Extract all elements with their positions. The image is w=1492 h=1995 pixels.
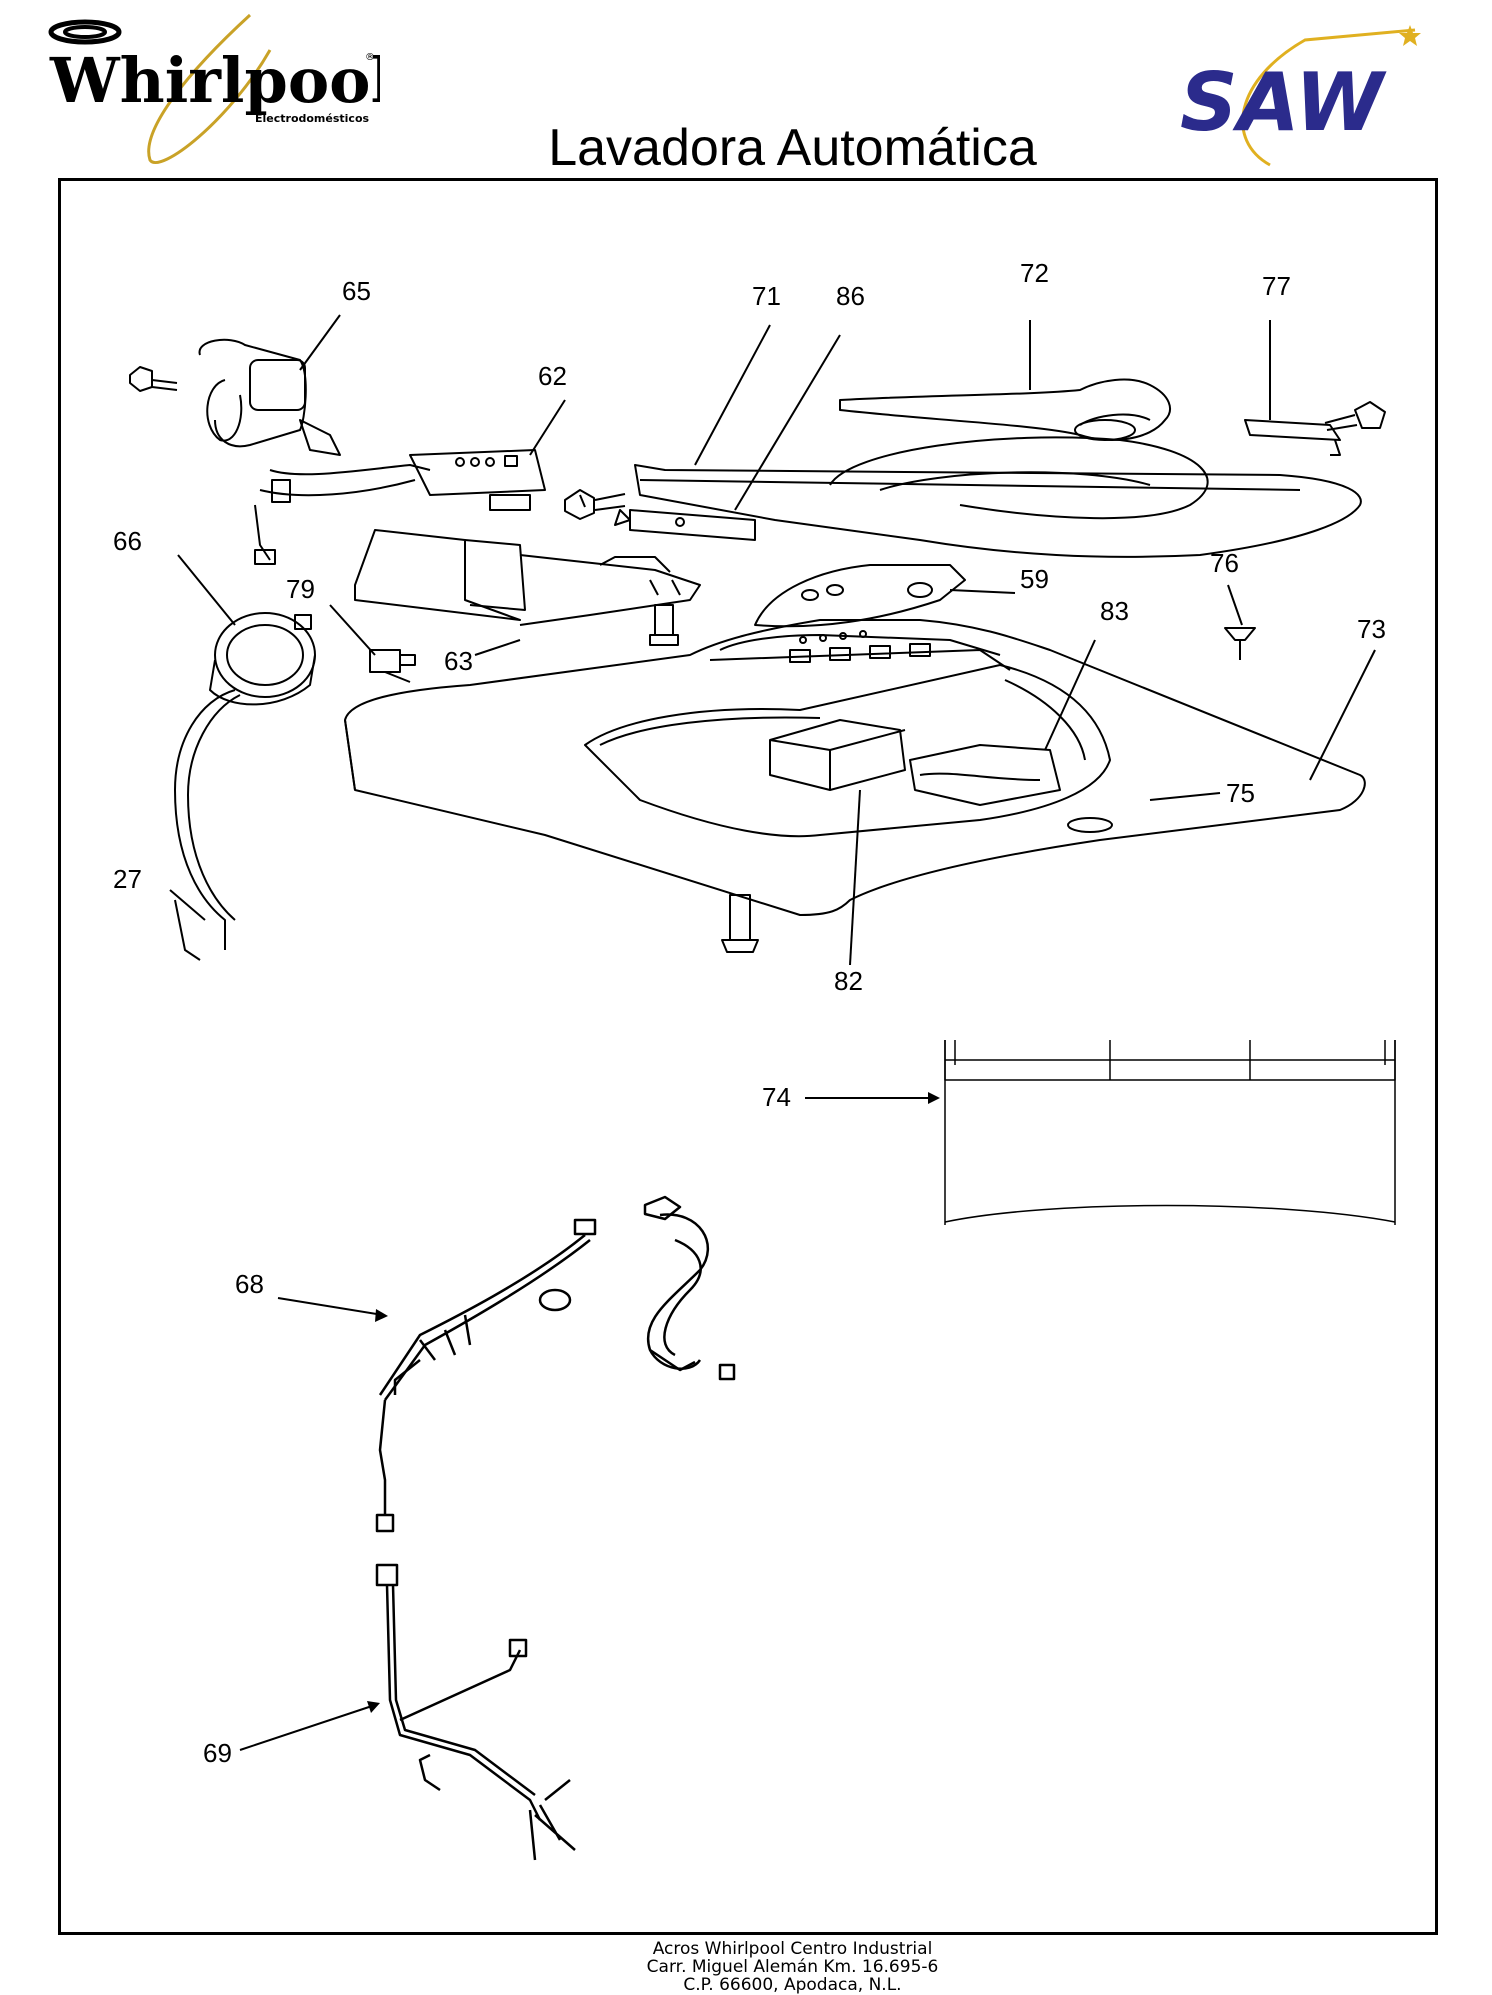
callout-66: 66 — [113, 526, 142, 556]
top-cover-drawing — [634, 436, 1362, 558]
pressure-switch-drawing — [174, 612, 316, 950]
callout-75: 75 — [1226, 778, 1255, 808]
callout-76: 76 — [1210, 548, 1239, 578]
callout-73: 73 — [1357, 614, 1386, 644]
control-housing-drawing — [354, 529, 701, 626]
console-board-drawing — [409, 449, 546, 511]
wiring-harness-lower-drawing — [375, 1563, 576, 1861]
arrowheads — [367, 1092, 940, 1713]
whirlpool-logo: Whirlpool ® Electrodomésticos — [40, 10, 394, 175]
leader-lines — [169, 314, 1376, 1751]
console-overlay-drawing — [754, 564, 966, 628]
saw-logo: SAW — [1165, 20, 1435, 185]
callout-72: 72 — [1020, 258, 1049, 288]
cabinet-top-drawing — [344, 619, 1366, 916]
hinge-bar-drawing — [614, 509, 756, 541]
callout-77: 77 — [1262, 271, 1291, 301]
footer-line-2: Carr. Miguel Alemán Km. 16.695-6 — [646, 1957, 939, 1977]
callout-27: 27 — [113, 864, 142, 894]
lid-switch-drawing — [369, 649, 416, 683]
footer-line-3: C.P. 66600, Apodaca, N.L. — [683, 1975, 902, 1995]
callout-79: 79 — [286, 574, 315, 604]
water-valve-drawing — [198, 338, 431, 565]
dispenser-drawing — [769, 719, 1061, 806]
saw-wordmark: SAW — [1180, 56, 1387, 149]
callout-74: 74 — [762, 1082, 791, 1112]
kickplate-drawing — [944, 1040, 1396, 1225]
diagram-frame — [58, 178, 1438, 1935]
whirlpool-subtitle: Electrodomésticos — [255, 112, 370, 125]
footer-line-1: Acros Whirlpool Centro Industrial — [652, 1939, 933, 1959]
callout-59: 59 — [1020, 564, 1049, 594]
callout-82: 82 — [834, 966, 863, 996]
lid-handle-drawing — [1244, 419, 1341, 456]
lid-insert-drawing — [839, 378, 1171, 441]
callout-68: 68 — [235, 1269, 264, 1299]
callout-62: 62 — [538, 361, 567, 391]
page-title: Lavadora Automática — [548, 119, 1037, 177]
whirlpool-wordmark: Whirlpool — [49, 44, 380, 117]
callout-69: 69 — [203, 1738, 232, 1768]
screws-drawing — [129, 366, 1386, 953]
callout-71: 71 — [752, 281, 781, 311]
callout-labels: 65 71 86 72 77 62 66 79 63 59 76 83 73 7… — [113, 258, 1386, 1768]
power-cord-drawing — [174, 899, 201, 961]
callout-63: 63 — [444, 646, 473, 676]
callout-65: 65 — [342, 276, 371, 306]
callout-83: 83 — [1100, 596, 1129, 626]
wiring-harness-upper-drawing — [375, 1195, 736, 1533]
svg-text:®: ® — [365, 52, 375, 63]
callout-86: 86 — [836, 281, 865, 311]
